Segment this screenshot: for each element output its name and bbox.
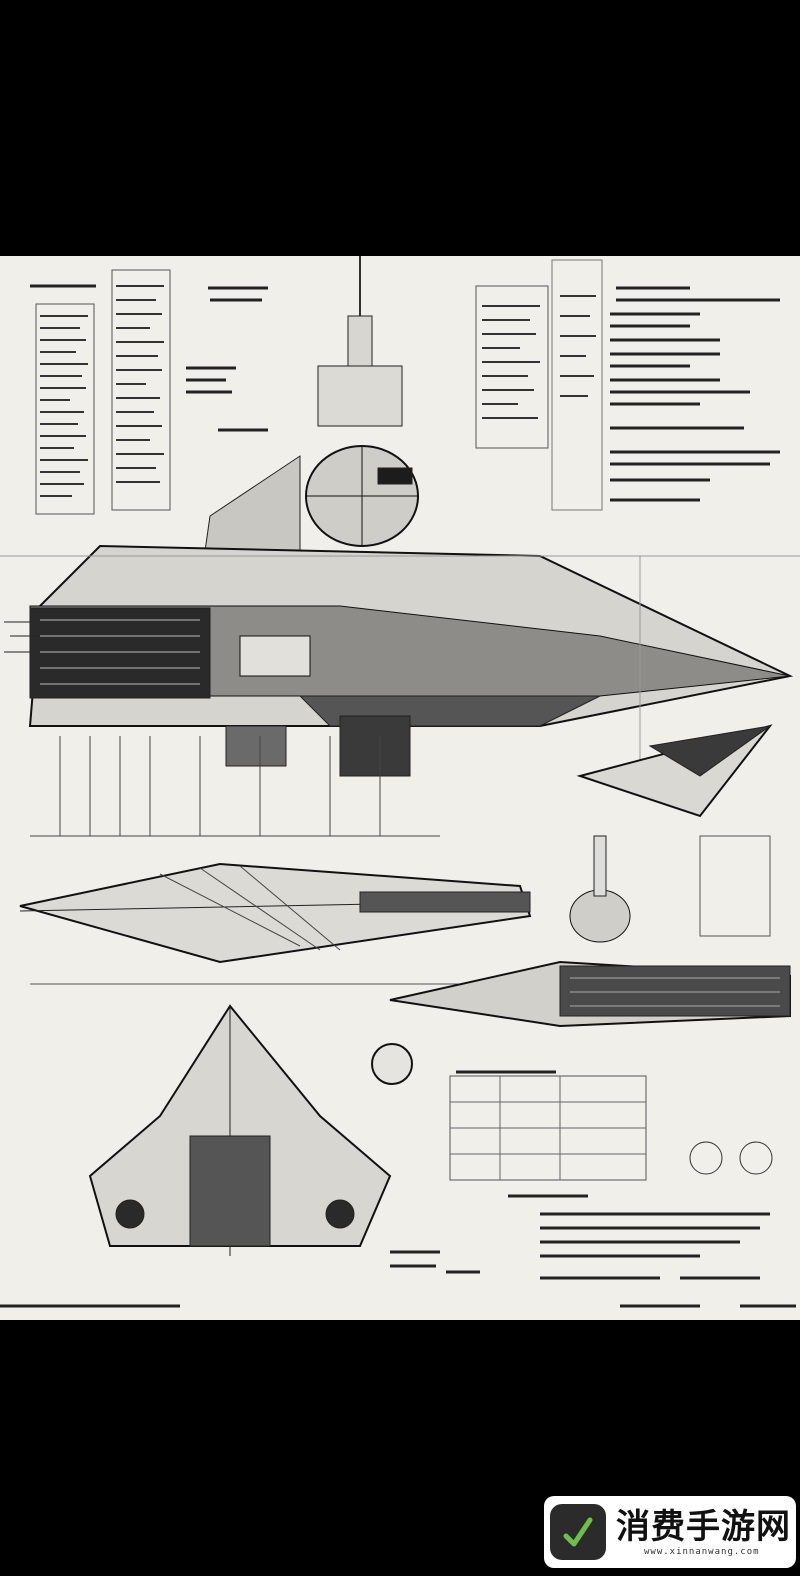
ship-three-quarter-view — [389, 835, 791, 1028]
watermark-url: www.xinnanwang.com — [644, 1547, 760, 1557]
blueprint-sheet — [0, 256, 800, 1320]
detail-insets — [0, 1043, 796, 1308]
spec-column-left — [30, 269, 268, 515]
watermark-text: 消费手游网 www.xinnanwang.com — [616, 1507, 791, 1557]
top-black-band — [0, 0, 800, 256]
leaf-check-icon — [550, 1504, 606, 1560]
wedge-inset — [576, 724, 773, 818]
site-watermark: 消费手游网 www.xinnanwang.com — [544, 1496, 796, 1568]
dimension-lines — [0, 555, 800, 837]
leaf-check-icon-shape — [563, 1517, 593, 1547]
ship-front-view — [88, 1004, 480, 1274]
ship-top-view — [19, 862, 532, 985]
watermark-title: 消费手游网 — [616, 1507, 791, 1547]
spec-panel-right — [475, 259, 780, 511]
spaceship-blueprint-illustration — [0, 256, 800, 1308]
main-ship-side-view — [4, 256, 794, 777]
